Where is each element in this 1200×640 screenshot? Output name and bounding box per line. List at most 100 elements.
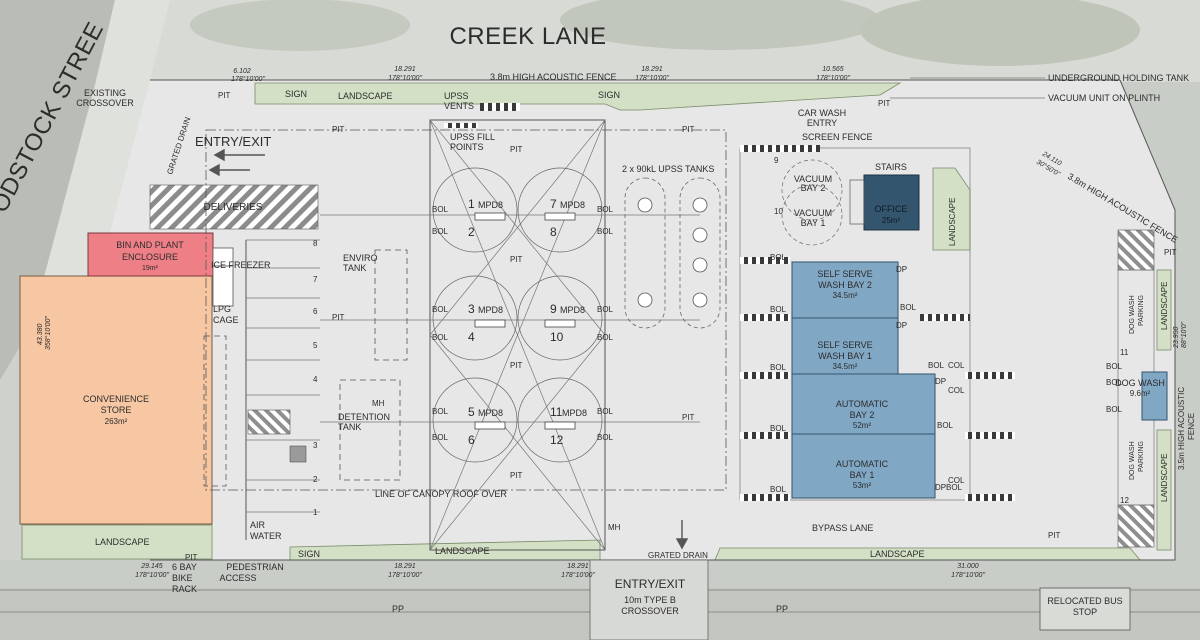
- detention-tank-line1: DETENTION: [338, 412, 390, 422]
- grated-drain-label-south: GRATED DRAIN: [648, 551, 708, 560]
- bike-rack-line3: RACK: [172, 584, 197, 594]
- bus-stop-label-line2: STOP: [1073, 607, 1097, 617]
- pit-label: PIT: [1164, 248, 1177, 257]
- dp-label: DP: [935, 377, 946, 386]
- dimension-bearing: 358°10'00": [44, 316, 52, 350]
- automatic-bay-2: [791, 373, 936, 435]
- acoustic-fence-top-label: 3.8m HIGH ACOUSTIC FENCE: [490, 72, 617, 82]
- bin-enclosure-name-2: ENCLOSURE: [122, 252, 178, 262]
- lpg-label-line2: CAGE: [213, 315, 239, 325]
- vacuum-bay-1-line2: BAY 1: [801, 218, 826, 228]
- bol-label: BOL: [770, 363, 787, 372]
- stairs-outline: [849, 179, 865, 225]
- enviro-tank-line2: TANK: [343, 263, 366, 273]
- pump-number: 7: [550, 197, 557, 211]
- self-serve-2-area: 34.5m²: [833, 291, 858, 300]
- bus-stop-label-line1: RELOCATED BUS: [1047, 596, 1122, 606]
- entry-exit-top-label: ENTRY/EXIT: [195, 134, 271, 149]
- pump-number: 12: [550, 433, 564, 447]
- mpd-label: MPD8: [478, 200, 503, 210]
- bus-stop-box: [1039, 587, 1131, 631]
- bol-label: BOL: [928, 361, 945, 370]
- mpd-label: MPD8: [560, 305, 585, 315]
- dimension-length: 18.291: [641, 66, 663, 73]
- parking-number: 8: [313, 239, 318, 248]
- sign-label-top-right: SIGN: [598, 90, 620, 100]
- bike-rack-line2: BIKE: [172, 573, 193, 583]
- pit-label: PIT: [878, 99, 891, 108]
- stairs-label: STAIRS: [875, 162, 907, 172]
- bike-rack-line1: 6 BAY: [172, 562, 197, 572]
- wash-barrier: [965, 432, 1015, 439]
- underground-tank-label: UNDERGROUND HOLDING TANK: [1048, 73, 1189, 83]
- upss-tanks-label: 2 x 90kL UPSS TANKS: [622, 164, 714, 174]
- mpd-label: MPD8: [562, 408, 587, 418]
- acoustic-fence-east-line1: 3.5m HIGH ACOUSTIC: [1177, 387, 1186, 470]
- pump-number: 1: [468, 197, 475, 211]
- pump-number: 11: [550, 405, 563, 419]
- bol-label: BOL: [432, 205, 449, 214]
- bol-label: BOL: [900, 303, 917, 312]
- dog-wash-parking-top-1: DOG WASH: [1129, 295, 1136, 334]
- bol-label: BOL: [432, 305, 449, 314]
- parking-number: 6: [313, 307, 318, 316]
- entry-exit-bottom-label: ENTRY/EXIT: [615, 577, 686, 591]
- upss-vents-box: [480, 103, 520, 111]
- landscape-strip-bottom-right: [714, 547, 1141, 561]
- dp-label: DP: [935, 483, 946, 492]
- dimension-bearing: 178°10'00": [388, 571, 422, 579]
- landscape-label-bottom-right: LANDSCAPE: [870, 549, 925, 559]
- bol-label: BOL: [432, 407, 449, 416]
- upss-fill-line2: POINTS: [450, 142, 484, 152]
- vacuum-bay-1-line1: VACUUM: [794, 208, 832, 218]
- enviro-tank-outline: [374, 249, 408, 361]
- pit-label: PIT: [332, 313, 345, 322]
- sign-label-top-left: SIGN: [285, 89, 307, 99]
- bol-label: BOL: [770, 424, 787, 433]
- dp-label: DP: [896, 265, 907, 274]
- pump-labels: 1 MPD8 7 MPD8 2 8 3 MPD8 9 MPD8 4 10 5 M…: [468, 197, 587, 447]
- bol-label: BOL: [1106, 378, 1123, 387]
- dog-wash-parking-top: [1117, 229, 1155, 271]
- bol-label: BOL: [770, 485, 787, 494]
- ice-freezer-label: ICE FREEZER: [211, 260, 271, 270]
- wash-number: 11: [1120, 348, 1129, 357]
- parking-number: 5: [313, 341, 318, 350]
- col-label: COL: [948, 361, 965, 370]
- upss-vents-line1: UPSS: [444, 91, 469, 101]
- car-wash-entry-line1: CAR WASH: [798, 108, 846, 118]
- pump-islands: [432, 167, 603, 463]
- bol-label: BOL: [937, 421, 954, 430]
- wash-barrier: [740, 432, 790, 439]
- landscape-label-store: LANDSCAPE: [95, 537, 150, 547]
- bol-label: BOL: [432, 433, 449, 442]
- automatic-1-name-1: AUTOMATIC: [836, 459, 889, 469]
- dimension-length: 6.102: [233, 68, 251, 75]
- existing-crossover-line1: EXISTING: [84, 88, 126, 98]
- upss-vents-line2: VENTS: [444, 101, 474, 111]
- enviro-tank-line1: ENVIRO: [343, 253, 378, 263]
- convenience-store-name-2: STORE: [101, 405, 132, 415]
- dimension-bearing: 178°10'00": [635, 74, 669, 82]
- car-wash-entry-line2: ENTRY: [807, 118, 837, 128]
- self-serve-1-name-1: SELF SERVE: [817, 340, 872, 350]
- col-label: COL: [948, 386, 965, 395]
- mh-label: MH: [608, 523, 621, 532]
- landscape-label-east-top: LANDSCAPE: [1160, 282, 1169, 330]
- convenience-store-name-1: CONVENIENCE: [83, 394, 149, 404]
- wash-barrier: [740, 314, 790, 321]
- pump-number: 3: [468, 302, 475, 316]
- pit-label: PIT: [332, 125, 345, 134]
- pit-label: PIT: [682, 413, 695, 422]
- parking-number: 2: [313, 475, 318, 484]
- dimension-bearing: 178°10'00": [951, 571, 985, 579]
- pump-number: 6: [468, 433, 475, 447]
- parking-number: 1: [313, 508, 318, 517]
- self-serve-1-name-2: WASH BAY 1: [818, 351, 872, 361]
- bol-label: BOL: [597, 333, 614, 342]
- pit-label: PIT: [510, 361, 523, 370]
- wash-barrier: [740, 372, 790, 379]
- dimension-length: 18.291: [394, 66, 416, 73]
- deliveries-label: DELIVERIES: [204, 202, 263, 213]
